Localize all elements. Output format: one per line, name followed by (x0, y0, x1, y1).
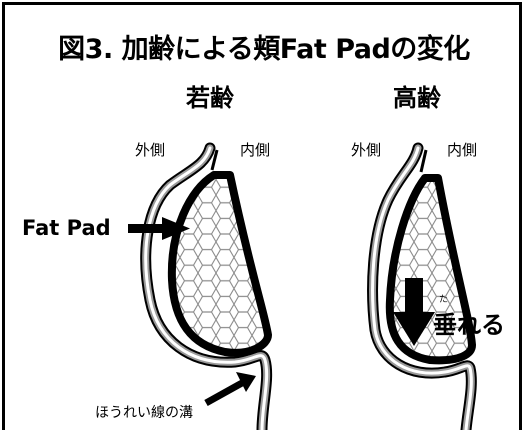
fat-pad-label: Fat Pad (22, 216, 111, 240)
young-fat-pad (160, 160, 280, 370)
old-outer-label: 外側 (351, 139, 381, 160)
old-inner-label: 内側 (447, 139, 477, 160)
nasolabial-groove-label: ほうれい線の溝 (95, 402, 193, 422)
young-outer-label: 外側 (135, 139, 165, 160)
sagging-label: 垂れる (433, 305, 505, 340)
old-fat-pad (385, 170, 480, 370)
young-inner-label: 内側 (240, 139, 270, 160)
sagging-ruby: た (439, 292, 448, 305)
young-heading: 若齢 (186, 78, 234, 113)
figure-title: 図3. 加齢による頬Fat Padの変化 (0, 27, 528, 66)
groove-arrow (206, 372, 256, 403)
old-heading: 高齢 (393, 78, 441, 113)
